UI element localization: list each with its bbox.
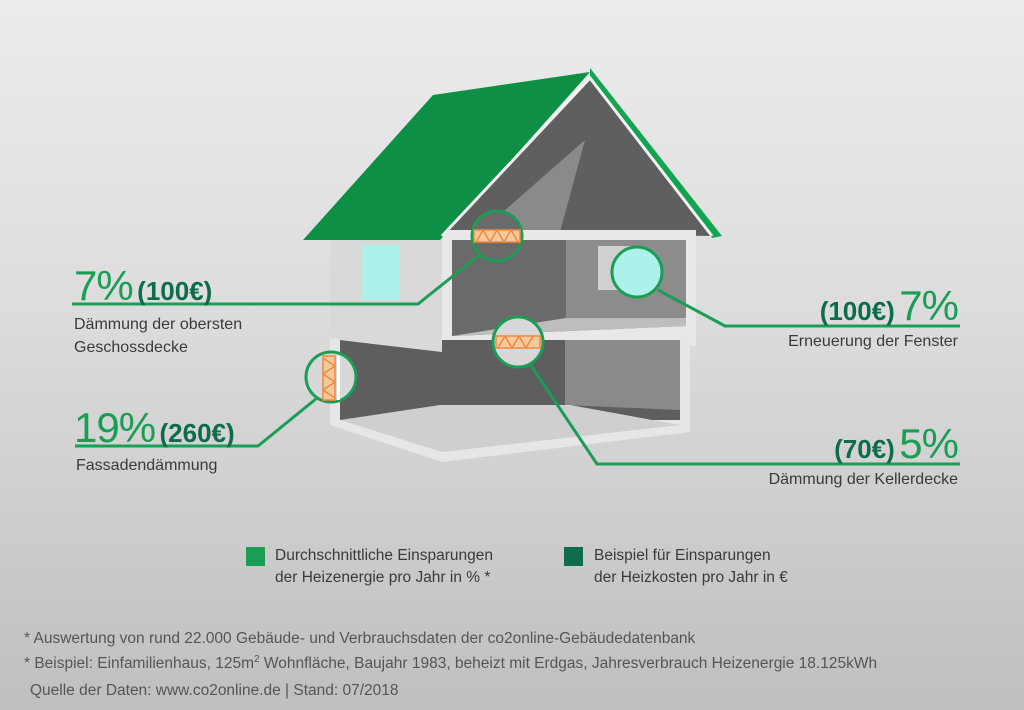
footnote-data-source: * Auswertung von rund 22.000 Gebäude- un…: [24, 630, 696, 647]
cost-value: (100€): [137, 276, 213, 306]
cost-value: (100€): [819, 296, 895, 326]
lower-floor-back: [565, 340, 680, 410]
label-attic: Dämmung der obersten Geschossdecke: [74, 313, 242, 359]
connector-line-facade: [75, 392, 323, 448]
label-window: Erneuerung der Fenster: [788, 333, 958, 350]
legend-line: Durchschnittliche Einsparungen: [275, 547, 493, 564]
attic-back: [480, 140, 585, 232]
footnote-sup: 2: [254, 654, 260, 665]
label-facade: Fassadendämmung: [76, 457, 218, 474]
cost-value: (260€): [159, 418, 235, 448]
label-line: Dämmung der obersten: [74, 316, 243, 333]
percent-value: 5%: [899, 420, 959, 467]
percent-value: 19%: [74, 404, 156, 451]
footnote-example: * Beispiel: Einfamilienhaus, 125m2 Wohnf…: [24, 654, 877, 673]
footnote-text: Wohnfläche, Baujahr 1983, beheizt mit Er…: [259, 655, 878, 673]
legend-cost: Beispiel für Einsparungen der Heizkosten…: [594, 545, 788, 589]
cost-value: (70€): [834, 434, 895, 464]
legend-line: der Heizkosten pro Jahr in €: [594, 569, 788, 586]
lower-floor-floor: [340, 405, 680, 452]
legend-swatch-percent: [246, 547, 265, 566]
roof-edge: [590, 68, 722, 238]
legend-line: der Heizenergie pro Jahr in % *: [275, 569, 491, 586]
connector-line-attic: [72, 254, 479, 306]
legend-swatch-cost: [564, 547, 583, 566]
connector-line-window: [657, 288, 960, 328]
footnote-text: * Beispiel: Einfamilienhaus, 125m: [24, 655, 255, 673]
wall-strip: [337, 356, 340, 400]
side-window: [362, 245, 400, 300]
saving-window: (100€) 7%: [819, 282, 959, 330]
legend-percent: Durchschnittliche Einsparungen der Heize…: [275, 545, 493, 589]
insulation-icon: [321, 228, 541, 401]
saving-basement: (70€) 5%: [834, 420, 959, 468]
detail-circle-window: [610, 245, 664, 299]
label-basement: Dämmung der Kellerdecke: [768, 471, 958, 488]
legend-line: Beispiel für Einsparungen: [594, 547, 771, 564]
source-line: Quelle der Daten: www.co2online.de | Sta…: [30, 682, 399, 699]
roof: [303, 72, 590, 240]
percent-value: 7%: [74, 262, 134, 309]
saving-attic: 7% (100€): [74, 262, 212, 310]
label-line: Geschossdecke: [74, 339, 188, 356]
gable-edge: [440, 75, 714, 238]
connector-line-basement: [528, 363, 960, 466]
saving-facade: 19% (260€): [74, 404, 235, 452]
percent-value: 7%: [899, 282, 959, 329]
